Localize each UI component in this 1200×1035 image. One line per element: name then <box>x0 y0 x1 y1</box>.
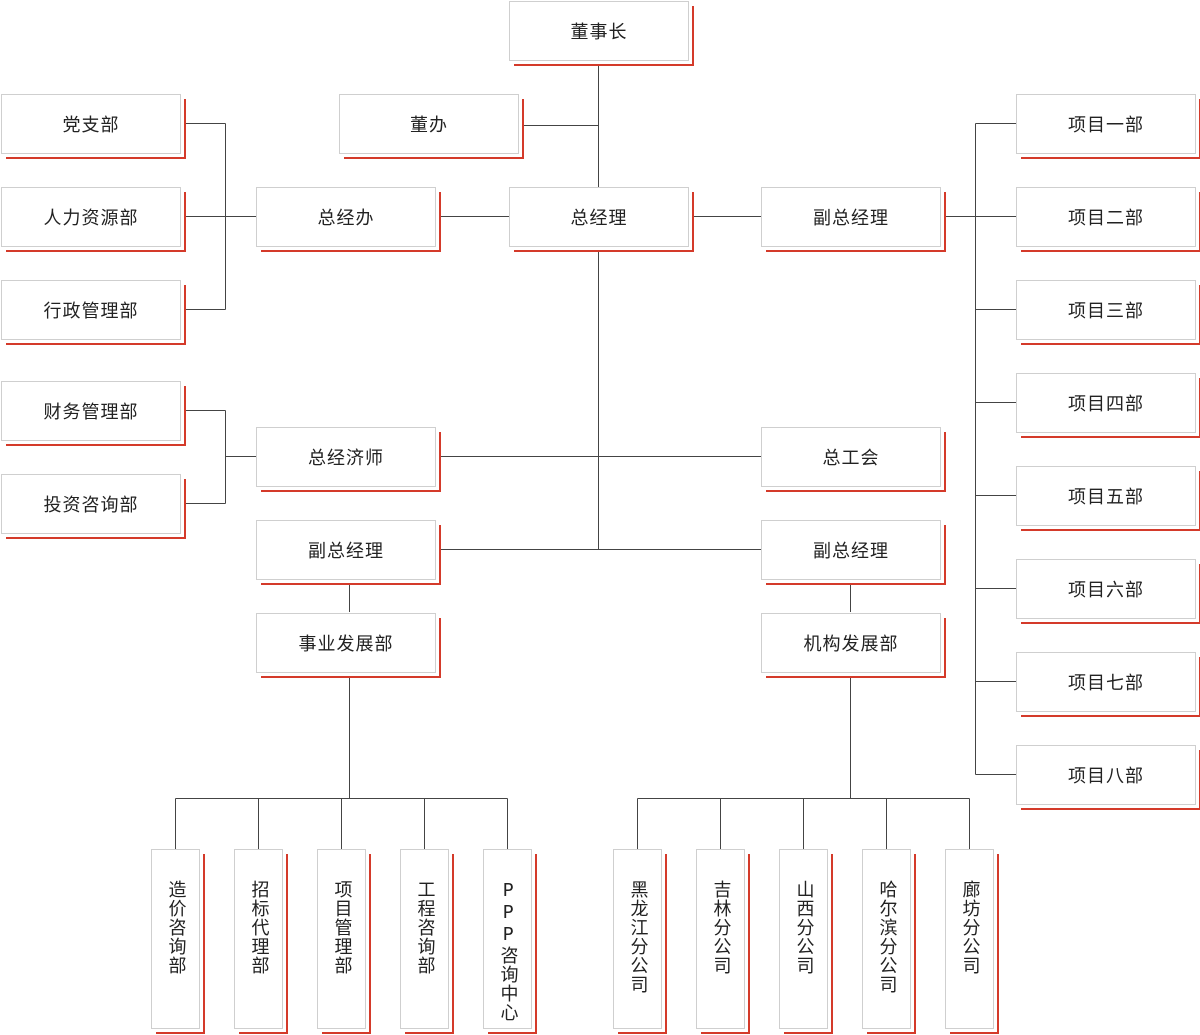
node-hr: 人力资源部 <box>1 187 181 247</box>
node-org-dev: 机构发展部 <box>761 613 941 673</box>
node-bidding-agency: 招标代理部 <box>234 849 283 1029</box>
node-engineering-consulting: 工程咨询部 <box>400 849 449 1029</box>
node-board-office: 董办 <box>339 94 519 154</box>
node-vice-gm-left: 副总经理 <box>256 520 436 580</box>
node-project-2: 项目二部 <box>1016 187 1196 247</box>
label: 招标代理部 <box>248 880 270 975</box>
node-chairman: 董事长 <box>509 1 689 61</box>
label: 黑龙江分公司 <box>627 880 649 994</box>
node-langfang-branch: 廊坊分公司 <box>945 849 994 1029</box>
node-cost-consulting: 造价咨询部 <box>151 849 200 1029</box>
node-project-8: 项目八部 <box>1016 745 1196 805</box>
node-gm-office: 总经办 <box>256 187 436 247</box>
node-ppp-center: PPP咨询中心 <box>483 849 532 1029</box>
node-shanxi-branch: 山西分公司 <box>779 849 828 1029</box>
node-project-1: 项目一部 <box>1016 94 1196 154</box>
node-general-manager: 总经理 <box>509 187 689 247</box>
node-trade-union: 总工会 <box>761 427 941 487</box>
node-finance: 财务管理部 <box>1 381 181 441</box>
node-business-dev: 事业发展部 <box>256 613 436 673</box>
node-vice-gm-top-right: 副总经理 <box>761 187 941 247</box>
label: 吉林分公司 <box>710 880 732 975</box>
node-admin: 行政管理部 <box>1 280 181 340</box>
label: 项目管理部 <box>331 880 353 975</box>
node-harbin-branch: 哈尔滨分公司 <box>862 849 911 1029</box>
node-chief-economist: 总经济师 <box>256 427 436 487</box>
label: 工程咨询部 <box>414 880 436 975</box>
node-project-5: 项目五部 <box>1016 466 1196 526</box>
node-project-7: 项目七部 <box>1016 652 1196 712</box>
node-heilongjiang-branch: 黑龙江分公司 <box>613 849 662 1029</box>
label: 造价咨询部 <box>165 880 187 975</box>
label: 廊坊分公司 <box>959 880 981 975</box>
label: 哈尔滨分公司 <box>876 880 898 994</box>
node-party-branch: 党支部 <box>1 94 181 154</box>
label: 山西分公司 <box>793 880 815 975</box>
node-investment-consulting: 投资咨询部 <box>1 474 181 534</box>
node-jilin-branch: 吉林分公司 <box>696 849 745 1029</box>
node-project-6: 项目六部 <box>1016 559 1196 619</box>
label: PPP咨询中心 <box>497 880 519 1022</box>
node-project-4: 项目四部 <box>1016 373 1196 433</box>
node-project-management: 项目管理部 <box>317 849 366 1029</box>
node-vice-gm-right: 副总经理 <box>761 520 941 580</box>
node-project-3: 项目三部 <box>1016 280 1196 340</box>
